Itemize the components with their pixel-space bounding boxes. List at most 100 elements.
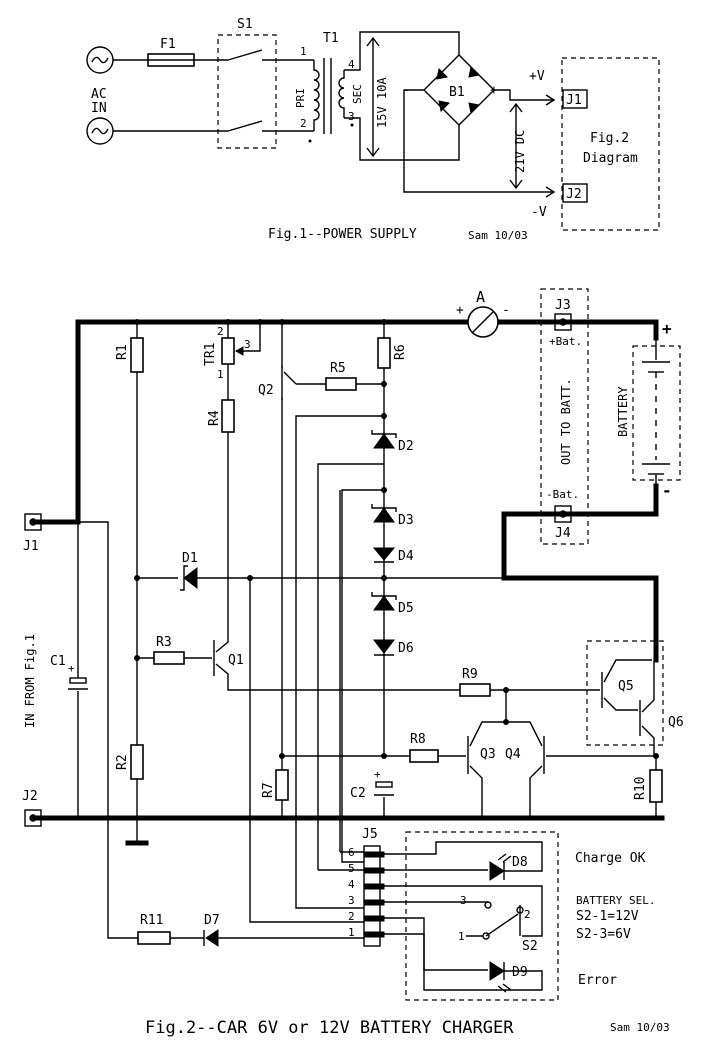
d9-label: D9 [512,965,528,980]
led-d8 [489,861,505,881]
resistor-r11 [137,931,171,945]
resistor-r9 [459,683,491,697]
fig2-reference-1: Fig.2 [590,131,629,146]
fig1-j2 [562,183,588,203]
ac-in-label-2: IN [91,101,107,116]
bridge-rectifier [423,54,495,126]
d7-label: D7 [204,913,220,928]
q5-label: Q5 [618,679,634,694]
fig1-j1 [562,89,588,109]
j5-pin-2: 2 [348,910,355,923]
transformer-sec: SEC [351,84,364,104]
d6-label: D6 [398,641,414,656]
pos-v-label: +V [529,69,545,84]
j5-pin-bars [363,851,385,938]
c1-label: C1 [50,654,66,669]
pos-bat-label: +Bat. [549,335,582,348]
svg-text:+: + [68,662,75,675]
q2-label: Q2 [258,383,274,398]
resistor-r2 [130,744,144,780]
resistor-r8 [409,749,439,763]
sel-12v-label: S2-1=12V [576,909,639,924]
q4-label: Q4 [505,747,521,762]
ac-in-label-1: AC [91,87,107,102]
q1-label: Q1 [228,653,244,668]
transformer-pri: PRI [294,88,307,108]
s2-pin1: 1 [458,930,465,943]
capacitor-c2 [375,781,393,788]
bridge-label: B1 [449,85,465,100]
resistor-r7 [275,769,289,801]
j5-pin-3: 3 [348,894,355,907]
in-from-label: IN FROM Fig.1 [23,634,37,728]
trimmer-tr1 [221,337,235,365]
j2-label: J2 [22,789,38,804]
j5-connector [363,845,381,947]
negative-battery-bus [501,483,659,663]
d1-label: D1 [182,551,198,566]
d2-label: D2 [398,439,414,454]
tr1-pin1: 1 [217,368,224,381]
diode-d7 [205,929,219,947]
fig2-credit: Sam 10/03 [610,1021,670,1034]
fig1-credit: Sam 10/03 [468,229,528,242]
c2-label: C2 [350,786,366,801]
transformer-pin-3: 3 [348,110,355,123]
r5-label: R5 [330,361,346,376]
s2-pin2: 2 [524,908,531,921]
j5-pin-4: 4 [348,878,355,891]
j1-terminal [24,513,42,531]
switch-s1-box [217,34,277,149]
fig2-caption: Fig.2--CAR 6V or 12V BATTERY CHARGER [145,1018,514,1038]
dc-voltage: 21V DC [513,130,527,173]
error-label: Error [578,973,617,988]
r3-label: R3 [156,635,172,650]
out-to-batt: OUT TO BATT. [559,378,573,465]
switch-s2 [484,901,492,909]
transformer-pin-1: 1 [300,45,307,58]
transformer-pin-4: 4 [348,58,355,71]
d4-label: D4 [398,549,414,564]
d8-label: D8 [512,855,528,870]
fuse-label: F1 [160,37,176,52]
r10-label: R10 [633,777,648,800]
j5-label: J5 [362,827,378,842]
diode-d4 [372,547,396,561]
j4-terminal [554,505,572,523]
resistor-r1 [130,337,144,373]
zener-d5 [373,595,395,611]
transformer-primary [313,60,320,131]
resistor-r4 [221,399,235,433]
ammeter-minus: - [502,303,510,318]
j5-pin-1: 1 [348,926,355,939]
neg-bat-label: -Bat. [546,488,579,501]
r6-label: R6 [393,344,408,360]
r1-label: R1 [115,344,130,360]
transformer-pin-2: 2 [300,117,307,130]
j3-label: J3 [555,298,571,313]
battery-plus: + [662,319,672,338]
capacitor-c1 [69,677,87,684]
tr1-label: TR1 [203,343,218,366]
resistor-r6 [377,337,391,369]
zener-d2 [373,433,395,449]
indicator-box [405,831,559,1001]
q3-label: Q3 [480,747,496,762]
d5-label: D5 [398,601,414,616]
j2-terminal [24,809,42,827]
r11-label: R11 [140,913,163,928]
j4-label: J4 [555,526,571,541]
battery-minus: - [662,481,672,500]
positive-bus [30,319,469,525]
fig1-power-supply: AC IN F1 S1 T1 1 2 PRI SEC 4 3 [86,17,660,242]
j3-terminal [554,313,572,331]
ammeter-label: A [476,288,485,306]
s2-pin3: 3 [460,894,467,907]
q6-label: Q6 [668,715,684,730]
j1-label: J1 [23,539,39,554]
fig2-reference-2: Diagram [583,151,638,166]
zener-d3 [373,507,395,523]
resistor-r10 [649,769,663,803]
r7-label: R7 [261,782,276,798]
